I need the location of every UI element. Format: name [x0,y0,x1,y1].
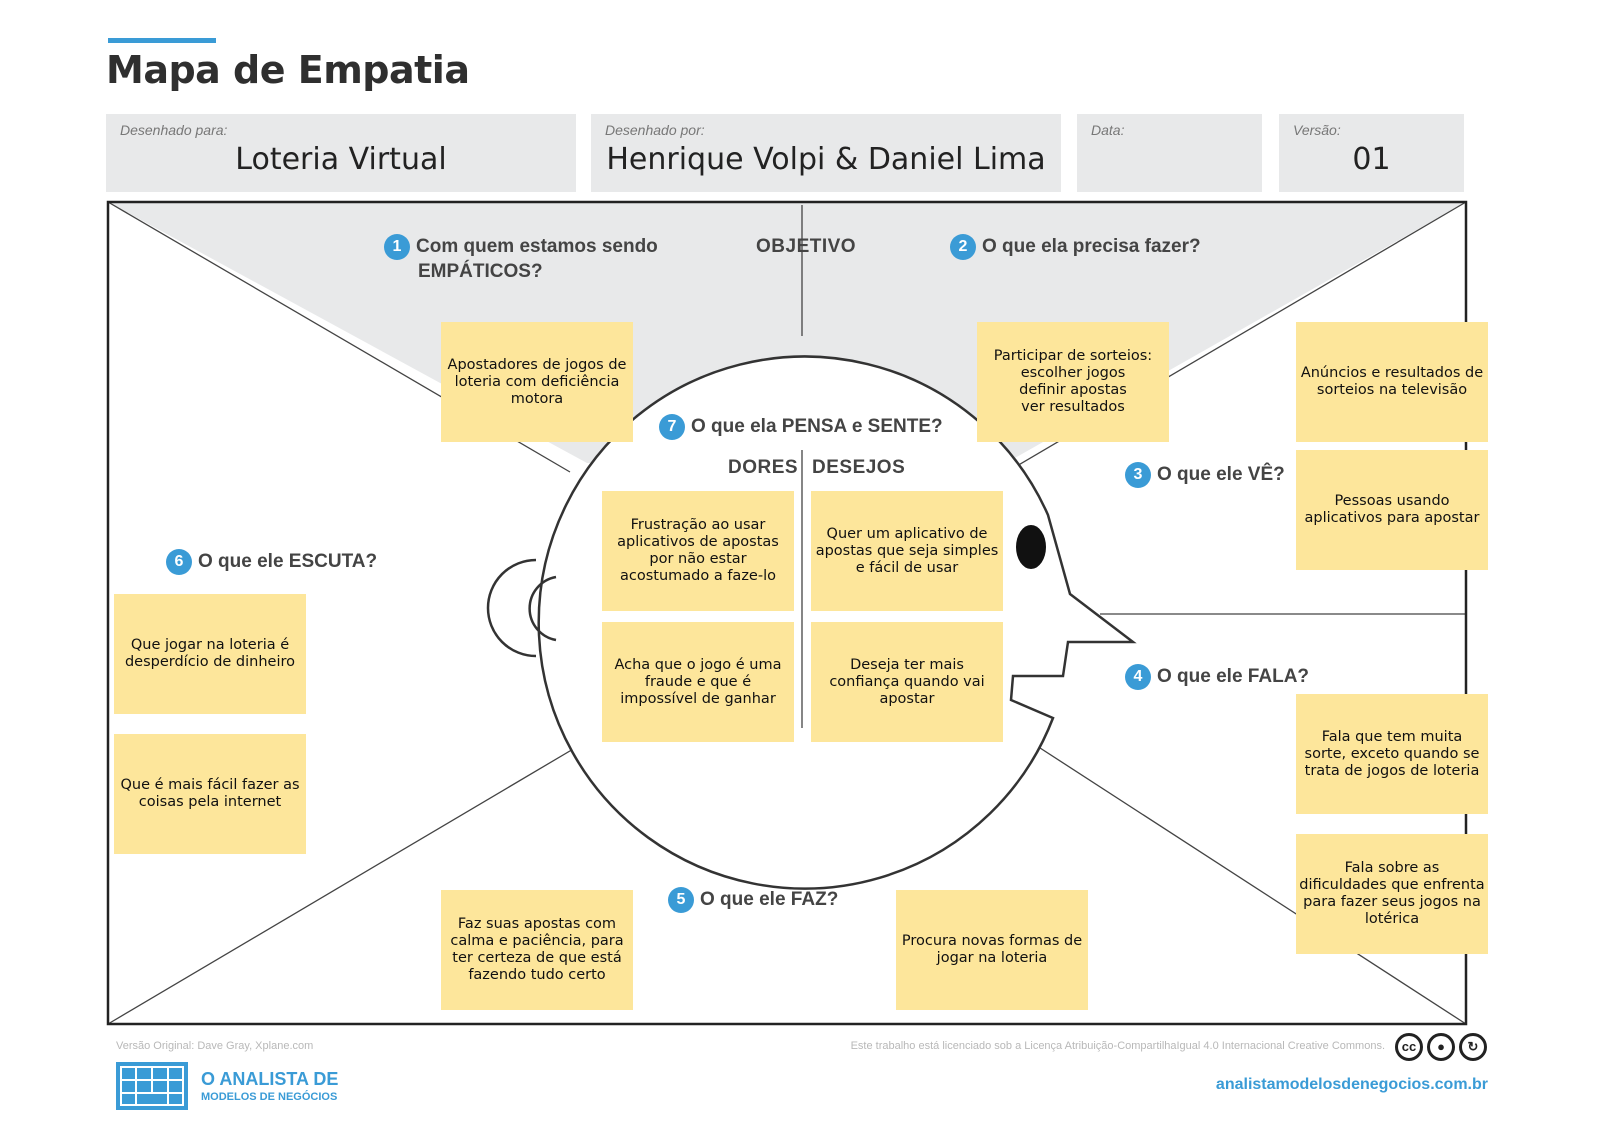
q4-number-badge: 4 [1125,664,1151,690]
date-field[interactable]: Data: [1077,114,1262,192]
sticky-note-sees-2[interactable]: Pessoas usando aplicativos para apostar [1296,450,1488,570]
sticky-note-hears-1[interactable]: Que jogar na loteria é desperdício de di… [114,594,306,714]
sticky-note-sees-1[interactable]: Anúncios e resultados de sorteios na tel… [1296,322,1488,442]
diagonal-bottom-left [107,744,581,1025]
brand-logo-icon [116,1062,188,1110]
brand-name-line2: MODELOS DE NEGÓCIOS [201,1091,338,1103]
sticky-note-desire-2[interactable]: Deseja ter mais confiança quando vai apo… [811,622,1003,742]
date-label: Data: [1091,122,1125,138]
q5-number-badge: 5 [668,887,694,913]
designed-for-label: Desenhado para: [120,122,228,138]
ear-inner [528,575,557,642]
q7-number-badge: 7 [659,414,685,440]
sticky-note-does-2[interactable]: Procura novas formas de jogar na loteria [896,890,1088,1010]
version-label: Versão: [1293,122,1341,138]
brand-name-line1: O ANALISTA DE [201,1069,339,1089]
website-link[interactable]: analistamodelosdenegocios.com.br [1215,1076,1488,1093]
attribution-icon: ● [1427,1033,1455,1061]
cc-icon: cc [1395,1033,1423,1061]
sticky-note-who[interactable]: Apostadores de jogos de loteria com defi… [441,322,633,442]
share-alike-icon: ↻ [1459,1033,1487,1061]
designed-for-value: Loteria Virtual [235,142,447,177]
sticky-note-says-2[interactable]: Fala sobre as dificuldades que enfrenta … [1296,834,1488,954]
title-accent-bar [108,38,216,43]
designed-by-label: Desenhado por: [605,122,705,138]
page-title: Mapa de Empatia [106,48,470,92]
sticky-note-says-1[interactable]: Fala que tem muita sorte, exceto quando … [1296,694,1488,814]
desires-label: DESEJOS [812,457,906,478]
pains-label: DORES [728,457,799,478]
goal-band [108,202,1466,463]
original-version-credit: Versão Original: Dave Gray, Xplane.com [116,1040,314,1052]
eye-icon [1016,525,1046,569]
designed-by-field[interactable]: Desenhado por: Henrique Volpi & Daniel L… [591,114,1061,192]
ear [486,558,537,658]
version-value: 01 [1352,142,1391,177]
sticky-note-pain-2[interactable]: Acha que o jogo é uma fraude e que é imp… [602,622,794,742]
sticky-note-pain-1[interactable]: Frustração ao usar aplicativos de aposta… [602,491,794,611]
sticky-note-hears-2[interactable]: Que é mais fácil fazer as coisas pela in… [114,734,306,854]
designed-by-value: Henrique Volpi & Daniel Lima [606,142,1046,177]
q2-number-badge: 2 [950,234,976,260]
sticky-note-need[interactable]: Participar de sorteios: escolher jogos d… [977,322,1169,442]
diagonal-bottom-right [1019,734,1467,1025]
license-text: Este trabalho está licenciado sob a Lice… [850,1040,1385,1052]
canvas-border [106,200,1468,1026]
version-field[interactable]: Versão: 01 [1279,114,1464,192]
objective-label: OBJETIVO [756,236,857,257]
sticky-note-does-1[interactable]: Faz suas apostas com calma e paciência, … [441,890,633,1010]
designed-for-field[interactable]: Desenhado para: Loteria Virtual [106,114,576,192]
q6-number-badge: 6 [166,549,192,575]
q1-number-badge: 1 [384,234,410,260]
sticky-note-desire-1[interactable]: Quer um aplicativo de apostas que seja s… [811,491,1003,611]
q3-number-badge: 3 [1125,462,1151,488]
